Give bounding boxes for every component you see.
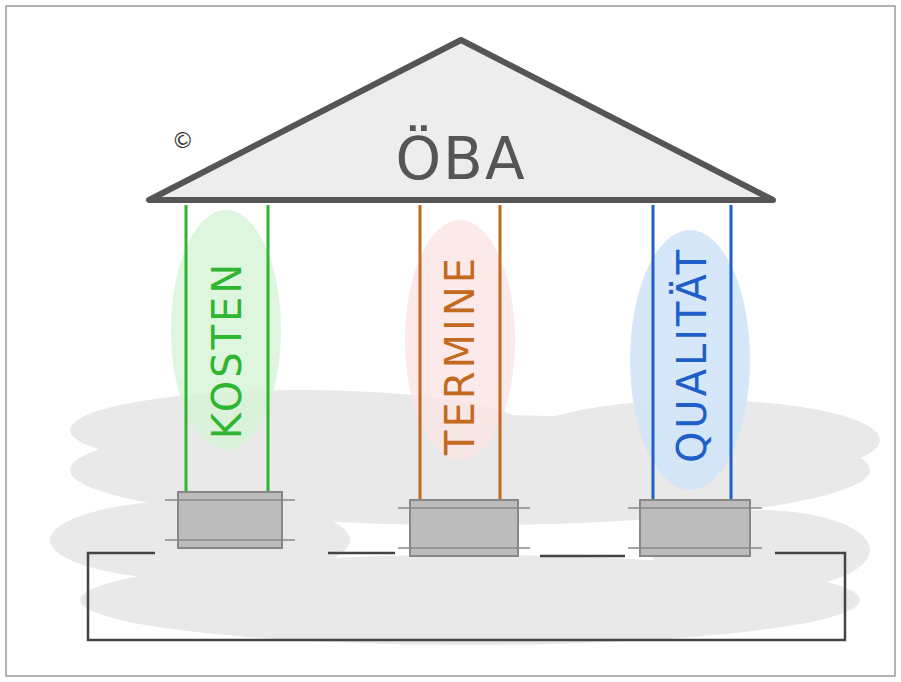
cost-pillar: KOSTEN (186, 205, 268, 495)
pillar-label: KOSTEN (205, 261, 249, 440)
roof-title: ÖBA (145, 128, 777, 192)
schedule-pillar: TERMINE (420, 205, 500, 505)
quality-pillar: QUALITÄT (653, 205, 731, 505)
pillar-label: TERMINE (438, 255, 482, 455)
base-platform (88, 553, 845, 640)
pillar-label: QUALITÄT (670, 247, 714, 463)
pedestals (178, 492, 750, 556)
frame (6, 6, 895, 676)
temple-roof: ÖBA (145, 36, 777, 204)
pillar-lines (186, 205, 731, 520)
copyright-mark: © (167, 124, 198, 156)
pedestal-sketch-lines (165, 500, 762, 548)
